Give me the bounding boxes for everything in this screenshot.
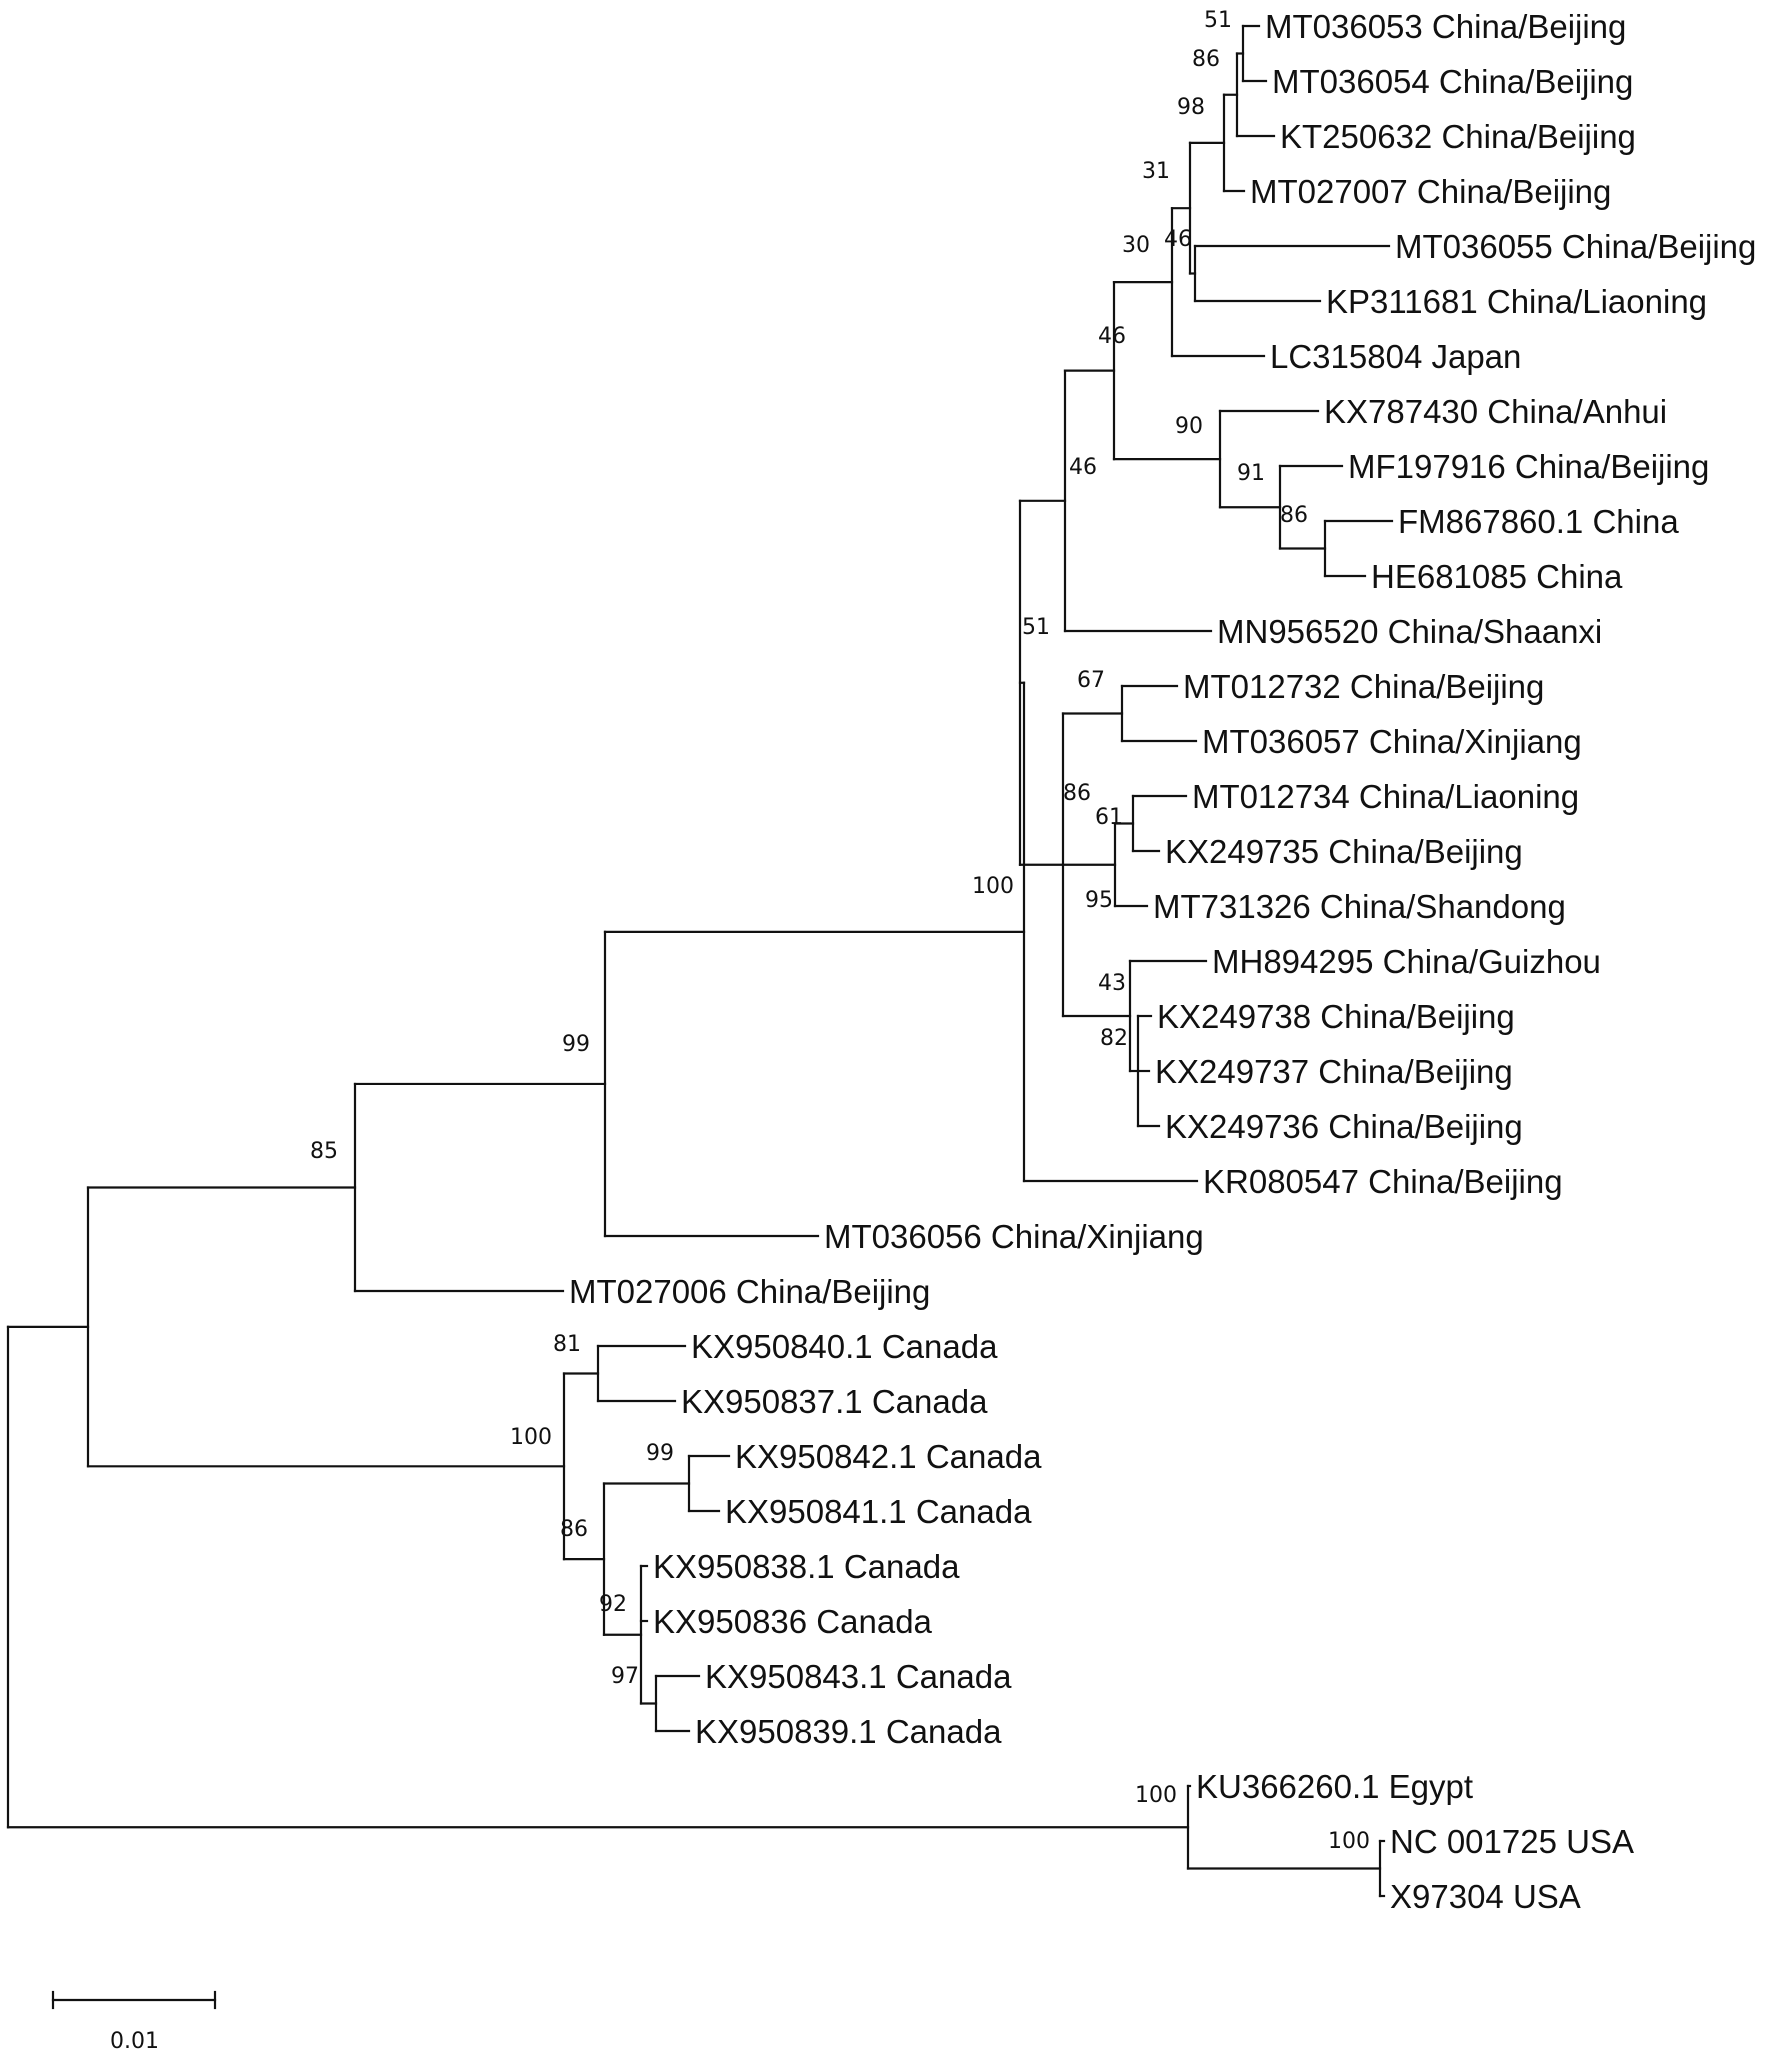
leaf-label: HE681085 China [1371,558,1623,595]
leaf-label: X97304 USA [1390,1878,1581,1915]
bootstrap-value: 100 [1135,1783,1177,1808]
leaf-label: MN956520 China/Shaanxi [1217,613,1602,650]
leaf-label: KX950840.1 Canada [691,1328,998,1365]
leaf-label: MT731326 China/Shandong [1153,888,1566,925]
bootstrap-labels: 51 86 98 31 46 30 46 90 91 86 46 51 67 8… [310,8,1370,1854]
bootstrap-value: 51 [1022,615,1050,640]
leaf-label: MT036057 China/Xinjiang [1202,723,1582,760]
bootstrap-value: 86 [560,1517,588,1542]
leaf-label: KX249735 China/Beijing [1165,833,1523,870]
leaf-label: KX787430 China/Anhui [1324,393,1667,430]
leaf-label: KU366260.1 Egypt [1196,1768,1473,1805]
bootstrap-value: 99 [562,1032,590,1057]
bootstrap-value: 46 [1069,455,1097,480]
leaf-labels: MT036053 China/Beijing MT036054 China/Be… [569,8,1756,1915]
bootstrap-value: 98 [1177,95,1205,120]
bootstrap-value: 81 [553,1332,581,1357]
leaf-label: KX950838.1 Canada [653,1548,960,1585]
scale-bar: 0.01 [51,1990,217,2054]
bootstrap-value: 86 [1280,503,1308,528]
leaf-label: MT012732 China/Beijing [1183,668,1544,705]
bootstrap-value: 86 [1063,781,1091,806]
bootstrap-value: 97 [611,1664,639,1689]
bootstrap-value: 82 [1100,1026,1128,1051]
leaf-label: KX249736 China/Beijing [1165,1108,1523,1145]
bootstrap-value: 100 [972,874,1014,899]
leaf-label: KT250632 China/Beijing [1280,118,1636,155]
leaf-label: KX249738 China/Beijing [1157,998,1515,1035]
bootstrap-value: 43 [1098,971,1126,996]
leaf-label: KP311681 China/Liaoning [1326,283,1707,320]
leaf-label: KX249737 China/Beijing [1155,1053,1513,1090]
bootstrap-value: 46 [1164,227,1192,252]
bootstrap-value: 51 [1204,8,1232,33]
leaf-label: FM867860.1 China [1398,503,1679,540]
leaf-label: MT027007 China/Beijing [1250,173,1611,210]
bootstrap-value: 91 [1237,461,1265,486]
bootstrap-value: 92 [599,1592,627,1617]
scale-bar-label: 0.01 [110,2029,159,2054]
bootstrap-value: 85 [310,1139,338,1164]
tree-branches [6,24,1394,1898]
bootstrap-value: 46 [1098,324,1126,349]
leaf-label: KX950841.1 Canada [725,1493,1032,1530]
bootstrap-value: 100 [1328,1829,1370,1854]
bootstrap-value: 90 [1175,414,1203,439]
leaf-label: NC 001725 USA [1390,1823,1634,1860]
bootstrap-value: 67 [1077,668,1105,693]
leaf-label: KX950836 Canada [653,1603,933,1640]
bootstrap-value: 86 [1192,47,1220,72]
leaf-label: MT036056 China/Xinjiang [824,1218,1204,1255]
bootstrap-value: 30 [1122,233,1150,258]
leaf-label: KR080547 China/Beijing [1203,1163,1563,1200]
leaf-label: MF197916 China/Beijing [1348,448,1709,485]
leaf-label: MT012734 China/Liaoning [1192,778,1579,815]
leaf-label: MH894295 China/Guizhou [1212,943,1601,980]
leaf-label: MT036053 China/Beijing [1265,8,1626,45]
bootstrap-value: 31 [1142,159,1170,184]
bootstrap-value: 95 [1085,888,1113,913]
leaf-label: KX950843.1 Canada [705,1658,1012,1695]
leaf-label: MT036055 China/Beijing [1395,228,1756,265]
bootstrap-value: 61 [1095,805,1123,830]
leaf-label: KX950837.1 Canada [681,1383,988,1420]
bootstrap-value: 100 [510,1425,552,1450]
leaf-label: MT027006 China/Beijing [569,1273,930,1310]
leaf-label: KX950839.1 Canada [695,1713,1002,1750]
leaf-label: KX950842.1 Canada [735,1438,1042,1475]
leaf-label: LC315804 Japan [1270,338,1521,375]
leaf-label: MT036054 China/Beijing [1272,63,1633,100]
bootstrap-value: 99 [646,1441,674,1466]
